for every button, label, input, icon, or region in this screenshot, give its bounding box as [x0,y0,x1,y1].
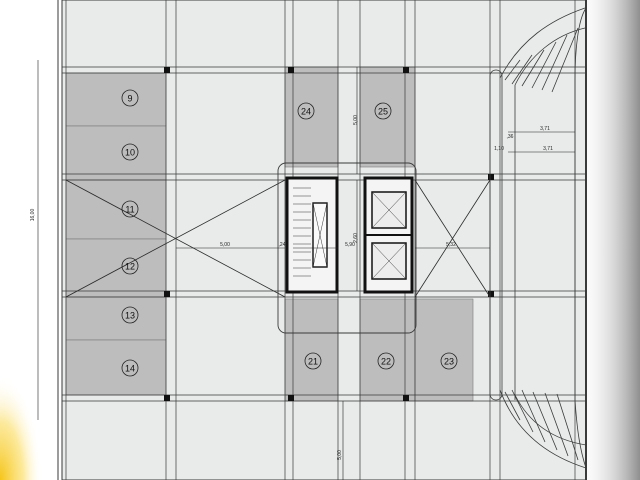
parking-stall-13 [65,296,167,341]
dimension-label: 3,71 [540,126,550,132]
parking-stall-25 [359,66,416,168]
stall-number-11: 11 [121,200,139,218]
stall-number-text: 24 [301,107,311,117]
stall-number-text: 22 [381,357,391,367]
parking-stall-12 [65,238,167,298]
parking-stall-10 [65,125,167,181]
stall-number-circle [121,257,139,275]
stall-number-text: 9 [127,94,132,104]
stall-number-circle [121,89,139,107]
stall-number-text: 12 [125,262,135,272]
stall-number-25: 25 [374,102,392,120]
stall-number-text: 13 [125,311,135,321]
stall-number-24: 24 [297,102,315,120]
parking-stall-21 [284,298,339,402]
stall-number-23: 23 [440,352,458,370]
parking-stall-9 [65,72,167,127]
ramp-diagonals-right [414,179,491,298]
helical-ramp [489,7,587,469]
dimension-label: 3,71 [543,146,553,152]
stall-number-12: 12 [121,257,139,275]
dimension-label: 2,60 [353,233,359,243]
stall-number-circle [121,306,139,324]
stall-number-text: 23 [444,357,454,367]
elevator-core [363,176,414,294]
stall-number-circle [121,359,139,377]
stall-number-21: 21 [304,352,322,370]
dimension-label: 5,90 [345,242,355,248]
dimension-label: ,24 [279,242,286,248]
stall-number-circle [440,352,458,370]
stall-number-text: 10 [125,148,135,158]
stall-number-circle [377,352,395,370]
stall-number-circle [297,102,315,120]
stall-number-text: 25 [378,107,388,117]
stair-core [285,176,339,294]
parking-stall-14 [65,339,167,396]
parking-stall-23 [414,298,474,402]
parking-stall-22 [359,298,416,402]
stall-number-10: 10 [121,143,139,161]
stall-number-text: 21 [308,357,318,367]
stall-number-text: 11 [125,205,134,215]
stall-number-circle [121,200,139,218]
stall-number-9: 9 [121,89,139,107]
dimension-lines [37,60,575,480]
dimension-label: 5,00 [220,242,230,248]
dimension-label: 5,00 [353,115,359,125]
stall-number-circle [304,352,322,370]
structural-columns [164,67,494,401]
dimension-label: ,36 [507,134,514,140]
dimension-label: 5,00 [337,450,343,460]
stall-number-circle [374,102,392,120]
dimension-label: 16,00 [30,209,36,222]
stall-number-14: 14 [121,359,139,377]
dimension-label: 5,32 [446,242,456,248]
parking-stall-11 [65,179,167,240]
ramp-diagonals-left [65,179,286,298]
stall-number-circle [121,143,139,161]
stall-number-22: 22 [377,352,395,370]
stall-number-text: 14 [125,364,135,374]
dimension-label: 1,10 [494,146,504,152]
stall-number-13: 13 [121,306,139,324]
